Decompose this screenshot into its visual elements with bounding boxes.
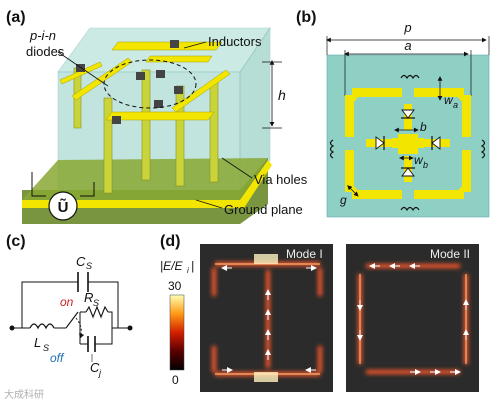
colorbar-title: |E/E xyxy=(160,259,183,273)
diode-symbol-top xyxy=(401,109,415,119)
source-wire xyxy=(31,172,46,197)
diodes-label-1: p-i-n xyxy=(29,28,56,43)
diode-chip-6 xyxy=(112,116,121,124)
p-label: p xyxy=(403,20,411,35)
diodes-leader xyxy=(57,51,109,87)
wa-sub: a xyxy=(453,100,458,110)
via-label: Via holes xyxy=(254,172,308,187)
colorbar xyxy=(169,294,185,371)
inductors-leader xyxy=(183,41,207,49)
top-strip-5 xyxy=(59,61,103,85)
rs-resistor-icon xyxy=(85,305,109,319)
circuit-top-wire-2 xyxy=(88,281,119,328)
ls-sub: S xyxy=(43,343,49,353)
ground-plane-edge xyxy=(22,160,272,208)
diodes-label-2: diodes xyxy=(26,44,65,59)
via-hole-1 xyxy=(103,97,113,194)
diode-highlight-ellipse xyxy=(103,59,197,109)
voltage-source-icon xyxy=(48,191,78,221)
top-strip-2 xyxy=(105,111,215,121)
ls-inductor-icon xyxy=(29,323,55,330)
inductor-bottom-icon xyxy=(400,206,420,212)
panel-b: (b) p a xyxy=(296,9,490,218)
ls-label: L xyxy=(34,335,41,350)
diode-chip-2 xyxy=(136,72,145,80)
source-label: Ũ xyxy=(58,198,69,216)
cj-sub: j xyxy=(98,368,102,378)
panel-a: Ũ (a) p-i-n diodes Inductors h Via holes… xyxy=(6,9,308,224)
a-label: a xyxy=(404,38,411,53)
diode-symbol-bottom xyxy=(401,167,415,177)
wa-label: w xyxy=(444,93,454,107)
diode-symbol-left xyxy=(375,136,385,150)
ground-label: Ground plane xyxy=(224,202,303,217)
g-dim-line xyxy=(347,185,359,197)
colorbar-title-end: | xyxy=(191,259,194,273)
rs-label: R xyxy=(84,290,93,305)
diode-chip-3 xyxy=(156,70,165,78)
via-hole-4 xyxy=(209,81,219,183)
panel-d: (d) |E/E i | 30 0 xyxy=(160,233,479,392)
cj-branch-wire-2 xyxy=(95,328,113,345)
via-leader xyxy=(221,157,253,179)
wb-label: w xyxy=(414,153,424,167)
colorbar-min-label: 0 xyxy=(172,373,179,387)
via-hole-2 xyxy=(141,69,151,181)
inductors-label: Inductors xyxy=(208,34,262,49)
cs-sub: S xyxy=(86,261,92,271)
b-label: b xyxy=(420,120,427,134)
diode-chip-1 xyxy=(170,40,179,48)
rs-sub: S xyxy=(93,298,99,308)
off-label: off xyxy=(50,351,65,365)
ground-leader xyxy=(195,199,223,209)
diode-chip-5 xyxy=(154,100,163,108)
switch-blade-icon xyxy=(65,311,79,329)
watermark: 大成科研 xyxy=(4,390,44,401)
terminal-left xyxy=(9,325,15,331)
top-strip-4 xyxy=(171,69,231,113)
terminal-right xyxy=(127,325,133,331)
circuit-top-wire xyxy=(21,281,78,328)
on-label: on xyxy=(60,295,74,309)
mode2-field-map: Mode II xyxy=(346,244,479,392)
switch-arc-icon xyxy=(75,317,85,339)
colorbar-max-label: 30 xyxy=(168,279,182,293)
cj-label: C xyxy=(90,360,100,375)
panel-d-label: (d) xyxy=(160,233,180,250)
substrate-side-face xyxy=(239,27,271,201)
panel-b-label: (b) xyxy=(296,9,316,26)
cs-label: C xyxy=(76,254,86,269)
diode-symbol-right xyxy=(431,136,441,150)
diode-chip-4 xyxy=(174,86,183,94)
height-label: h xyxy=(278,87,286,103)
panel-c-label: (c) xyxy=(6,233,26,250)
inductor-top-icon xyxy=(400,74,420,80)
inductor-left-icon xyxy=(329,139,335,159)
source-wire-2 xyxy=(80,182,95,197)
rs-branch-wire-2 xyxy=(108,311,113,328)
mode1-field-map: Mode I xyxy=(200,244,333,392)
top-strip-6 xyxy=(145,55,213,63)
inductor-right-icon xyxy=(480,139,486,159)
panel-c: (c) C S L S on off R S C j xyxy=(6,233,133,378)
mode1-label: Mode I xyxy=(286,247,323,261)
g-label: g xyxy=(340,193,347,207)
top-strip-1 xyxy=(111,41,223,51)
panel-a-label: (a) xyxy=(6,9,26,26)
diode-chip-7 xyxy=(76,64,85,72)
colorbar-title-sub: i xyxy=(187,266,189,275)
wb-sub: b xyxy=(423,160,428,170)
mode2-label: Mode II xyxy=(430,247,470,261)
